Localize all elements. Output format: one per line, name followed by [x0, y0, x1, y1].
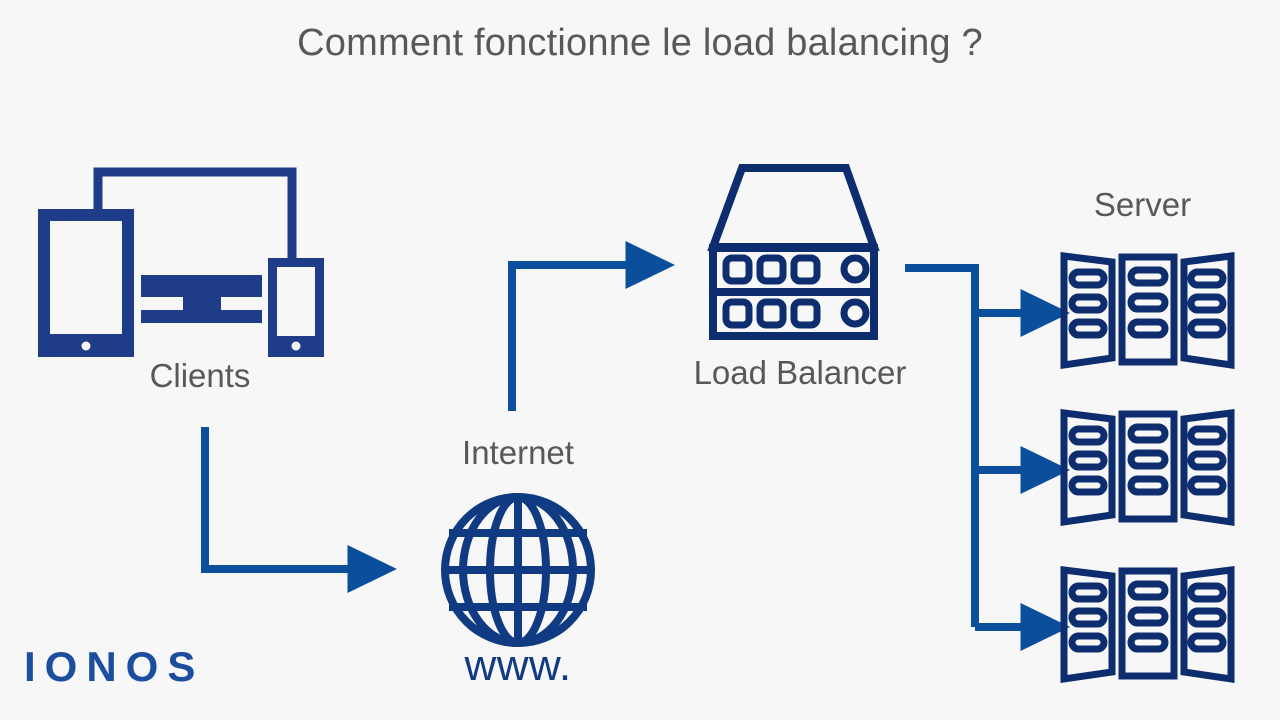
label-server: Server — [1093, 186, 1192, 223]
page-title: Comment fonctionne le load balancing ? — [297, 22, 983, 64]
tablet-icon — [38, 209, 134, 357]
label-internet: Internet — [462, 434, 574, 471]
www-caption: www. — [464, 641, 572, 690]
globe-icon — [441, 493, 595, 647]
label-clients: Clients — [149, 357, 251, 394]
load-balancer-icon — [707, 164, 880, 340]
arrow-internet-to-load-balancer — [508, 241, 675, 411]
arrow-clients-to-internet — [201, 427, 397, 593]
server-2-icon — [1060, 409, 1235, 527]
server-3-icon — [1060, 566, 1235, 684]
desktop-icon — [141, 275, 262, 323]
clients-icon — [38, 167, 324, 357]
load-balancer-trunk — [905, 264, 979, 627]
smartphone-icon — [268, 258, 324, 357]
ionos-logo: IONOS — [24, 643, 205, 690]
server-1-icon — [1060, 252, 1235, 370]
label-load-balancer: Load Balancer — [693, 354, 907, 391]
